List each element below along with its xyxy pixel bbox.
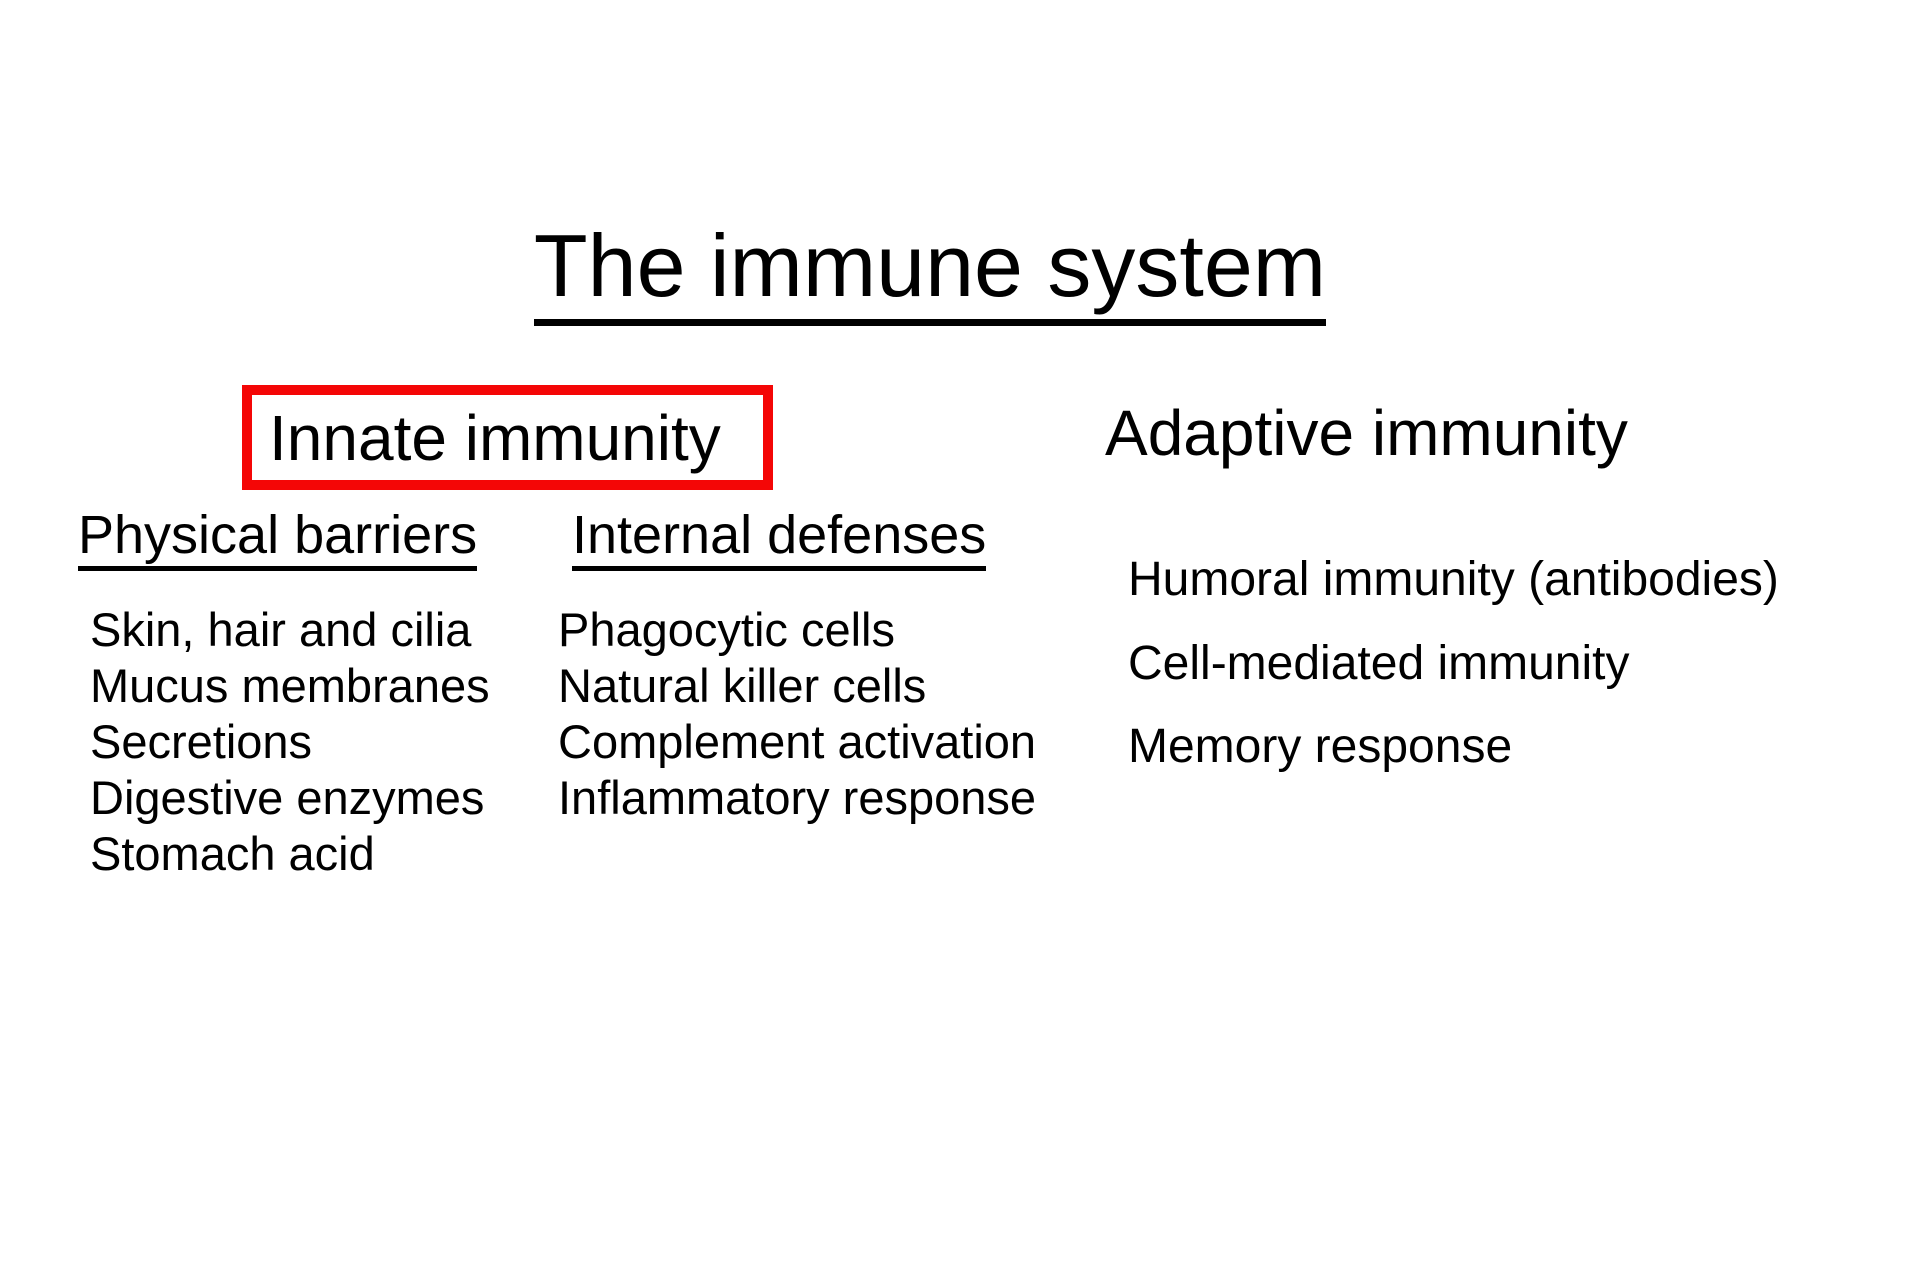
- list-item: Humoral immunity (antibodies): [1128, 553, 1779, 606]
- physical-barriers-heading-label: Physical barriers: [78, 508, 478, 571]
- innate-immunity-heading: Innate immunity: [269, 401, 721, 474]
- list-item: Cell-mediated immunity: [1128, 636, 1630, 690]
- internal-defenses-heading: Internal defenses: [572, 508, 987, 571]
- adaptive-immunity-list: Humoral immunity (antibodies) Cell-mediat…: [1128, 538, 1779, 789]
- list-item: Natural killer cells: [558, 659, 927, 712]
- list-item: Phagocytic cells: [558, 603, 895, 656]
- list-item: Inflammatory response: [558, 771, 1037, 824]
- internal-defenses-heading-label: Internal defenses: [572, 508, 987, 571]
- list-item: Digestive enzymes: [90, 771, 485, 824]
- list-item: Complement activation: [558, 715, 1037, 768]
- list-item: Stomach acid: [90, 827, 375, 880]
- list-item: Memory response: [1128, 720, 1513, 773]
- adaptive-immunity-heading: Adaptive immunity: [1105, 397, 1628, 469]
- innate-immunity-highlight-box: Innate immunity: [242, 385, 773, 490]
- page-title: The immune system: [533, 222, 1327, 326]
- physical-barriers-heading: Physical barriers: [78, 508, 478, 571]
- list-item: Secretions: [90, 715, 313, 768]
- title-row: The immune system: [0, 222, 1860, 326]
- list-item: Skin, hair and cilia: [90, 603, 472, 656]
- list-item: Mucus membranes: [90, 659, 490, 712]
